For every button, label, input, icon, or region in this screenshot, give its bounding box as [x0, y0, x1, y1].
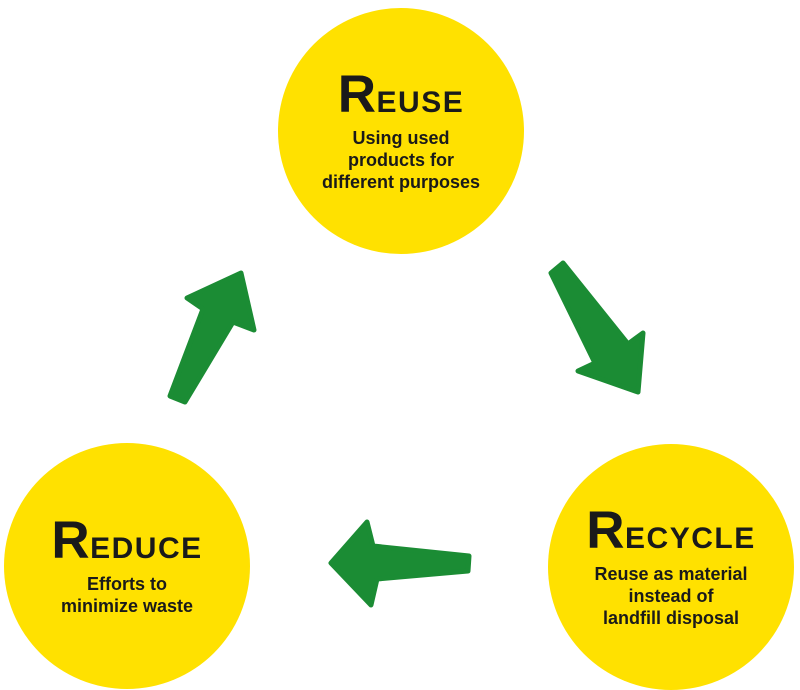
node-reduce-title-initial: R: [51, 511, 91, 571]
node-reuse-desc-line: different purposes: [321, 171, 481, 192]
node-recycle-title: RECYCLE: [586, 504, 755, 557]
node-reduce-desc-line: minimize waste: [60, 596, 194, 616]
node-reuse: REUSE Using used products for different …: [278, 8, 524, 254]
node-reuse-description: Using used products for different purpos…: [322, 128, 480, 194]
arrow-recycle-to-reduce-icon: [328, 519, 472, 608]
node-reduce-title: REDUCE: [51, 514, 202, 567]
node-recycle-description: Reuse as material instead of landfill di…: [594, 564, 747, 630]
node-reuse-desc-line: Using used: [352, 128, 450, 149]
node-reduce-title-rest: EDUCE: [90, 532, 203, 566]
node-reuse-title: REUSE: [338, 68, 464, 121]
node-reduce: REDUCE Efforts to minimize waste: [4, 443, 250, 689]
node-reduce-description: Efforts to minimize waste: [61, 574, 193, 618]
arrow-reduce-to-reuse-icon: [167, 270, 257, 405]
node-reduce-desc-line: Efforts to: [86, 574, 167, 595]
node-recycle-desc-line: landfill disposal: [602, 607, 740, 628]
node-reuse-title-initial: R: [337, 65, 377, 125]
node-recycle-desc-line: instead of: [628, 586, 714, 607]
node-reuse-desc-line: products for: [348, 150, 454, 171]
node-recycle-title-rest: ECYCLE: [625, 522, 756, 556]
arrow-reuse-to-recycle-icon: [548, 260, 646, 395]
node-recycle: RECYCLE Reuse as material instead of lan…: [548, 444, 794, 690]
node-recycle-desc-line: Reuse as material: [594, 564, 748, 585]
node-recycle-title-initial: R: [586, 501, 626, 561]
node-reuse-title-rest: EUSE: [376, 86, 465, 120]
